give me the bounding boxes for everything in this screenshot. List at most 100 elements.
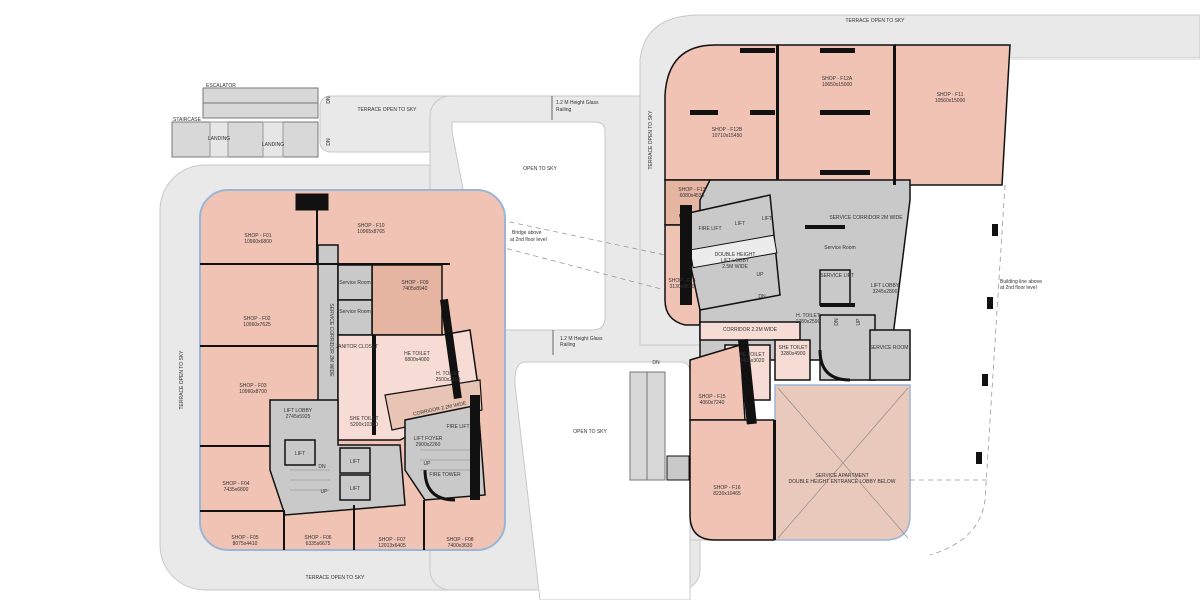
shop-f12b-name: SHOP - F12B bbox=[712, 127, 743, 133]
lift-foyer-size: 2900x2260 bbox=[416, 442, 441, 448]
shop-f07-name: SHOP - F07 bbox=[378, 537, 405, 543]
lift-label: LIFT bbox=[295, 451, 305, 457]
escalator-label: ESCALATOR bbox=[206, 83, 236, 89]
lower-escalator bbox=[629, 371, 690, 481]
shop-f16-size: 8230x10465 bbox=[713, 491, 741, 497]
landing-label: LANDING bbox=[262, 142, 284, 148]
shop-f10-size: 10965x8765 bbox=[357, 229, 385, 235]
shop-f07-size: 12013x6405 bbox=[378, 543, 406, 549]
terrace-label: TERRACE OPEN TO SKY bbox=[306, 575, 366, 581]
shop-f04-size: 7435x6800 bbox=[224, 487, 249, 493]
double-height-lobby-label: DOUBLE HEIGHT bbox=[715, 252, 756, 258]
shop-f06-size: 6335x6675 bbox=[306, 541, 331, 547]
shop-f09-size: 7405x8940 bbox=[403, 286, 428, 292]
building-line-note: at 2nd floor level bbox=[1000, 285, 1037, 291]
lift-label: LIFT bbox=[350, 459, 360, 465]
lift-label: LIFT bbox=[350, 486, 360, 492]
stair-up-label: UP bbox=[757, 272, 765, 278]
fire-tower-label: FIRE TOWER bbox=[429, 472, 461, 478]
bridge-note: at 2nd floor level bbox=[510, 237, 547, 243]
service-room-label: Service Room bbox=[339, 280, 370, 286]
h-toilet-size: 1780x2590 bbox=[796, 319, 821, 325]
shop-f14-size: 3130x9610 bbox=[670, 284, 695, 290]
she-toilet-size: 5200x10380 bbox=[350, 422, 378, 428]
shop-f15-size: 4060x7240 bbox=[700, 400, 725, 406]
service-room-label: SERVICE ROOM bbox=[870, 345, 909, 351]
he-toilet-name: HE TOILET bbox=[739, 352, 765, 358]
shop-f11-size: 10560x15000 bbox=[935, 98, 966, 104]
shop-f12a-name: SHOP - F12A bbox=[822, 76, 853, 82]
shop-f03-size: 10960x8700 bbox=[239, 389, 267, 395]
open-to-sky-label: OPEN TO SKY bbox=[523, 166, 557, 172]
terrace-label: TERRACE OPEN TO SKY bbox=[179, 350, 185, 410]
corridor-label: CORRIDOR 2.2M WIDE bbox=[723, 327, 778, 333]
lift-lobby-size: 2745x5925 bbox=[286, 414, 311, 420]
shop-f12a-size: 10650x15000 bbox=[822, 82, 853, 88]
double-height-lobby-label: LIFT LOBBY bbox=[721, 258, 750, 264]
shop-f10-name: SHOP - F10 bbox=[357, 223, 384, 229]
service-room-label: Service Room bbox=[824, 245, 855, 251]
shop-f04-name: SHOP - F04 bbox=[222, 481, 249, 487]
staircase-label: STAIRCASE bbox=[173, 117, 202, 123]
terrace-label: TERRACE OPEN TO SKY bbox=[846, 18, 906, 24]
dn-label: DN bbox=[326, 96, 332, 104]
lift-label: LIFT bbox=[762, 216, 772, 222]
service-lift-label: SERVICE LIFT bbox=[820, 273, 854, 279]
shop-f02-size: 10960x7625 bbox=[243, 322, 271, 328]
railing-note: Railing bbox=[556, 107, 572, 113]
she-toilet-name: SHE TOILET bbox=[779, 345, 808, 351]
railing-note: Railing bbox=[560, 342, 576, 348]
staircase bbox=[171, 121, 319, 158]
left-building bbox=[199, 189, 506, 551]
shop-f01-name: SHOP - F01 bbox=[244, 233, 271, 239]
lift-lobby-name: LIFT LOBBY bbox=[871, 283, 900, 289]
terrace-label: TERRACE OPEN TO SKY bbox=[358, 107, 418, 113]
h-toilet-name: H. TOILET bbox=[436, 371, 460, 377]
bridge-note: Bridge above bbox=[512, 230, 542, 236]
stair-up-label: UP bbox=[321, 489, 329, 495]
lift-lobby-name: LIFT LOBBY bbox=[284, 408, 313, 414]
shop-f05-size: 8075x4410 bbox=[233, 541, 258, 547]
fire-lift-label: FIRE LIFT bbox=[698, 226, 721, 232]
shop-f13-name: SHOP - F13 bbox=[678, 187, 705, 193]
service-apartment-label: DOUBLE HEIGHT ENTRANCE LOBBY BELOW bbox=[788, 479, 895, 485]
railing-note: 1.2 M Height Glass bbox=[556, 100, 599, 106]
lift-foyer-name: LIFT FOYER bbox=[414, 436, 443, 442]
open-to-sky-label: OPEN TO SKY bbox=[573, 429, 607, 435]
he-toilet-size: 3405x3020 bbox=[740, 358, 765, 364]
shop-f11-name: SHOP - F11 bbox=[937, 92, 964, 98]
columns bbox=[976, 224, 998, 464]
fire-lift-label: FIRE LIFT bbox=[446, 424, 469, 430]
stair-down-label: DN bbox=[318, 464, 326, 470]
h-toilet-size: 2500x2100 bbox=[436, 377, 461, 383]
lift-label: LIFT bbox=[735, 221, 745, 227]
she-toilet-size: 3280x4900 bbox=[781, 351, 806, 357]
shop-f03-name: SHOP - F03 bbox=[239, 383, 266, 389]
lift-lobby-size: 3245x2800 bbox=[873, 289, 898, 295]
service-corridor-label: SERVICE CORRIDOR 2M WIDE bbox=[829, 215, 903, 221]
shop-f15-name: SHOP - F15 bbox=[698, 394, 725, 400]
dn-label: DN bbox=[326, 138, 332, 146]
shop-f08-name: SHOP - F08 bbox=[446, 537, 473, 543]
terrace-label: TERRACE OPEN TO SKY bbox=[648, 110, 654, 170]
shop-f14-name: SHOP - F14 bbox=[668, 278, 695, 284]
double-height-lobby-label: 2.5M WIDE bbox=[722, 264, 748, 270]
right-block-labels: SHOP - F11 10560x15000 SHOP - F12A 10650… bbox=[668, 76, 965, 497]
stair-up-label: UP bbox=[856, 318, 862, 326]
she-toilet-name: SHE TOILET bbox=[350, 416, 379, 422]
shop-f06-name: SHOP - F06 bbox=[304, 535, 331, 541]
shop-f13-size: 6080x4535 bbox=[680, 193, 705, 199]
shop-f09-name: SHOP - F09 bbox=[401, 280, 428, 286]
building-line-note: Building line above bbox=[1000, 279, 1042, 285]
shop-f16-name: SHOP - F16 bbox=[713, 485, 740, 491]
right-building bbox=[664, 44, 1011, 541]
shop-f12b-size: 10710x15450 bbox=[712, 133, 743, 139]
stair-down-label: DN bbox=[834, 318, 840, 326]
escalator bbox=[202, 87, 319, 119]
stair-up-label: UP bbox=[424, 461, 432, 467]
service-corridor-label: SERVICE CORRIDOR 2M WIDE bbox=[328, 303, 334, 377]
shop-f08-size: 7400x3630 bbox=[448, 543, 473, 549]
dn-label: DN bbox=[652, 360, 660, 366]
h-toilet-name: H. TOILET bbox=[796, 313, 820, 319]
